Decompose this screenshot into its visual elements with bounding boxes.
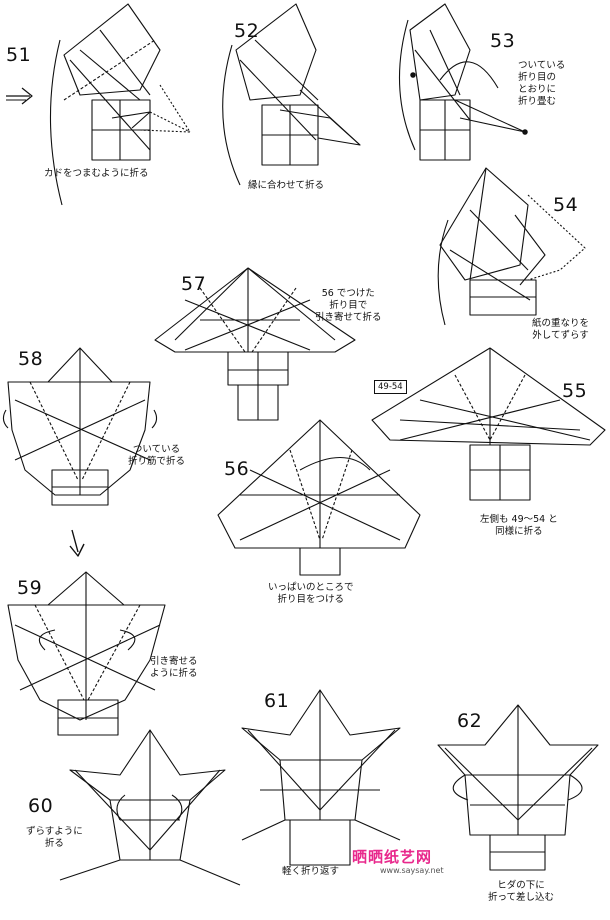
step-53-figure [399, 4, 525, 160]
step-55-number: 55 [562, 380, 587, 402]
step-58-caption: ついている 折り筋で折る [128, 444, 185, 468]
step-60-number: 60 [28, 795, 53, 817]
step-59-number: 59 [17, 577, 42, 599]
step-54-number: 54 [553, 194, 578, 216]
step-61-number: 61 [264, 690, 289, 712]
watermark-url: www.saysay.net [380, 866, 444, 875]
step-53-dot-right [523, 130, 527, 134]
step-53-number: 53 [490, 30, 515, 52]
step-57-number: 57 [181, 273, 206, 295]
step-54-caption: 紙の重なりを 外してずらす [532, 318, 589, 342]
step-51-caption: カドをつまむように折る [44, 168, 149, 180]
step-58-number: 58 [18, 348, 43, 370]
step-57-caption: 56 でつけた 折り目で 引き寄せて折る [315, 288, 382, 324]
step-51-number: 51 [6, 44, 31, 66]
step-59-caption: 引き寄せる ように折る [150, 656, 198, 680]
step-58-figure [3, 348, 156, 505]
step-53-dot-left [411, 73, 415, 77]
step-56-number: 56 [224, 458, 249, 480]
step-62-caption: ヒダの下に 折って差し込む [488, 880, 554, 904]
step-52-caption: 縁に合わせて折る [248, 180, 324, 192]
step-60-caption: ずらすように 折る [26, 826, 83, 850]
step-58-to-59-arrow [70, 530, 84, 556]
step-61-figure [242, 690, 400, 865]
step-52-number: 52 [234, 20, 259, 42]
step-55-reference-box: 49-54 [374, 380, 407, 394]
watermark-title: 晒晒纸艺网 [352, 846, 432, 867]
step-53-caption: ついている 折り目の とおりに 折り畳む [518, 60, 565, 108]
step-60-figure [60, 730, 240, 885]
step-56-figure [218, 420, 420, 575]
step-55-caption: 左側も 49～54 と 同様に折る [480, 514, 558, 538]
step-54-figure [438, 168, 585, 325]
step-55-figure [372, 348, 605, 500]
step-56-caption: いっぱいのところで 折り目をつける [268, 582, 354, 606]
step-61-caption: 軽く折り返す [282, 866, 339, 878]
step-62-number: 62 [457, 710, 482, 732]
